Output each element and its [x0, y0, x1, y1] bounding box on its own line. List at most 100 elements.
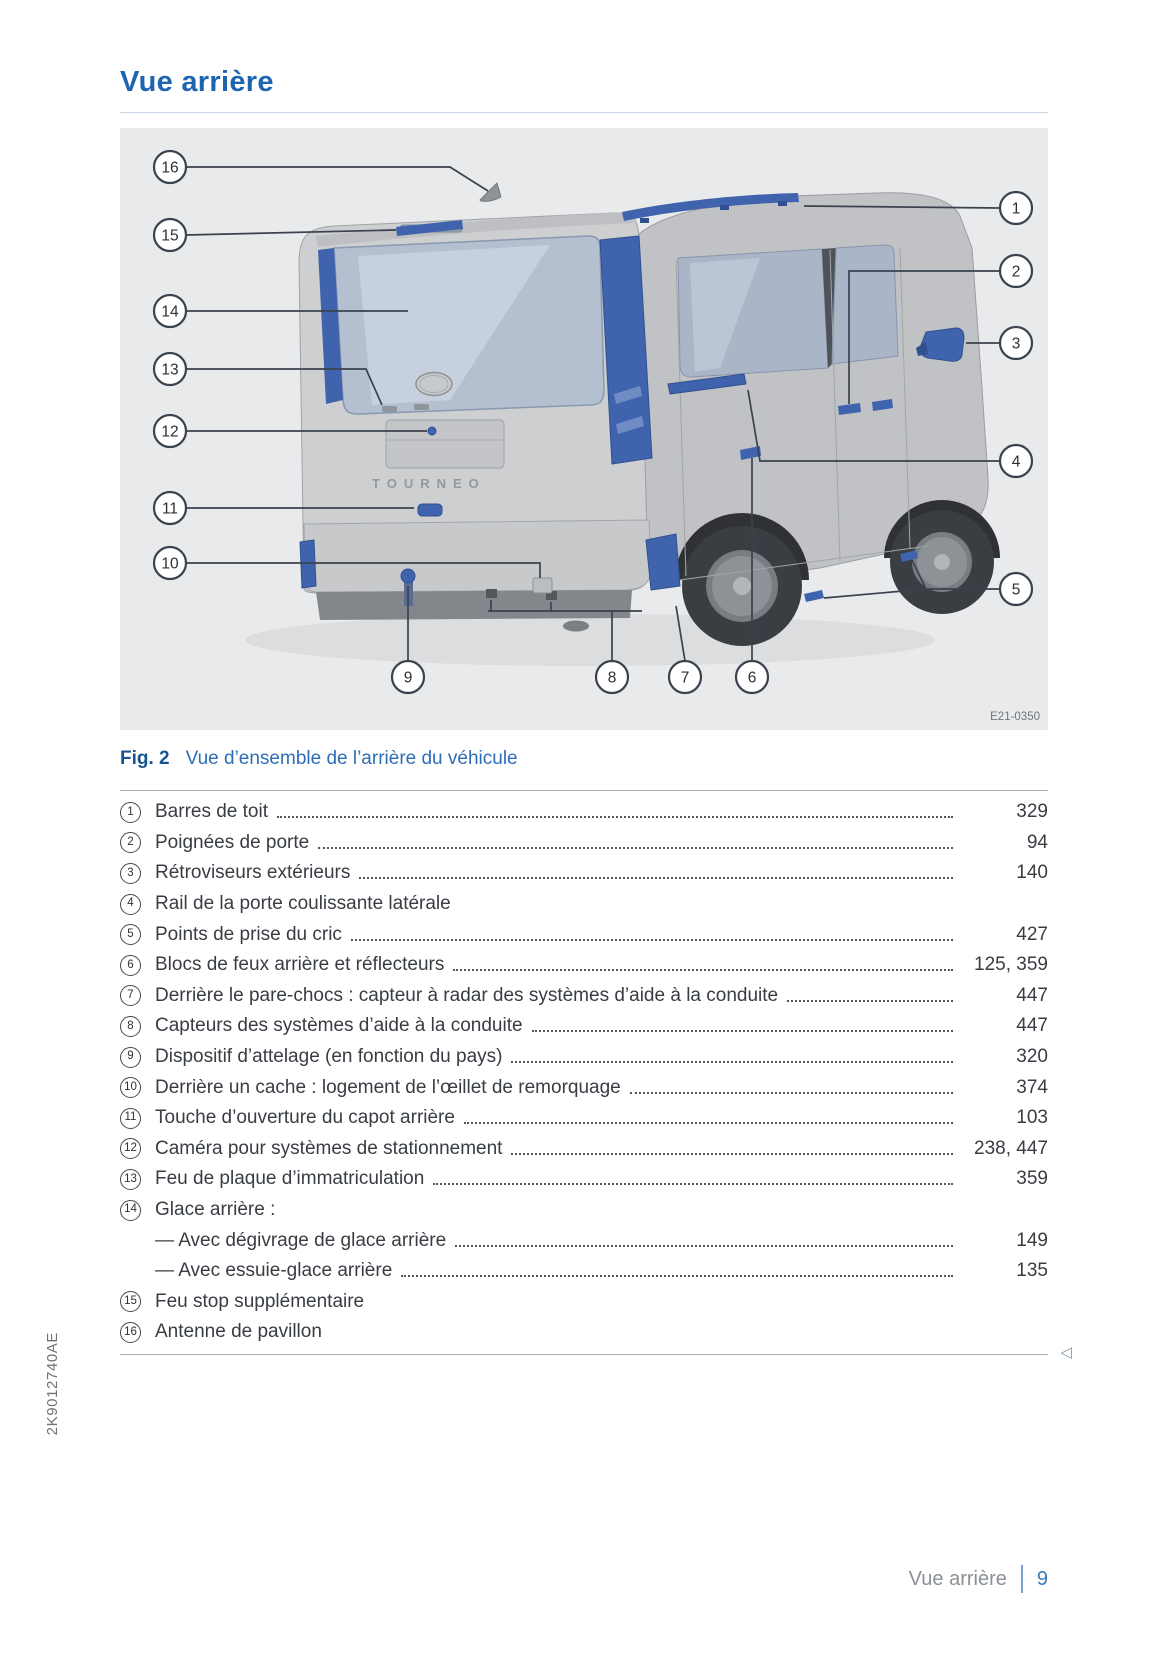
item-label: Capteurs des systèmes d’aide à la condui… [155, 1015, 523, 1037]
item-page-ref: 427 [1016, 923, 1048, 945]
vehicle-figure: TOURNEO [120, 128, 1048, 730]
dotted-leader [511, 1061, 953, 1064]
callout-4: 4 [998, 443, 1034, 479]
dotted-leader [455, 1244, 953, 1247]
park-sensor [486, 589, 497, 598]
legend-item: 6 Blocs de feux arrière et réflecteurs 1… [120, 950, 1048, 981]
svg-text:16: 16 [161, 160, 178, 177]
item-page-ref: 238, 447 [974, 1137, 1048, 1159]
callout-14: 14 [152, 293, 188, 329]
item-page-ref: 329 [1016, 801, 1048, 823]
item-label: Derrière un cache : logement de l’œillet… [155, 1076, 621, 1098]
dotted-leader [463, 1122, 953, 1125]
dotted-leader [453, 969, 953, 972]
side-reflector [740, 446, 761, 460]
callout-2: 2 [998, 253, 1034, 289]
item-page-ref: 320 [1016, 1046, 1048, 1068]
callout-7: 7 [667, 659, 703, 695]
leader-8 [488, 600, 642, 661]
ford-logo [415, 371, 453, 397]
figure-caption-label: Fig. 2 [120, 748, 170, 769]
rear-bumper [303, 519, 652, 593]
model-badge: TOURNEO [372, 476, 486, 491]
legend-item: 9 Dispositif d’attelage (en fonction du … [120, 1042, 1048, 1073]
callout-3: 3 [998, 325, 1034, 361]
figure-caption-text: Vue d’ensemble de l’arrière du véhicule [185, 748, 518, 769]
item-number-badge: 15 [120, 1291, 141, 1313]
legend-item: 15 Feu stop supplémentaire [120, 1287, 1048, 1318]
document-code: 2K9012740AE [44, 1332, 61, 1436]
item-number-badge: 6 [120, 954, 141, 976]
legend-item: 1 Barres de toit 329 [120, 797, 1048, 828]
page-title: Vue arrière [120, 66, 274, 98]
roof-rail-left [396, 220, 463, 236]
sliding-door-rail [667, 373, 747, 395]
towing-eye-cover [532, 577, 553, 594]
item-number-badge: 2 [120, 832, 141, 854]
roof-rail-right [622, 193, 799, 221]
license-plate-light [414, 404, 429, 410]
item-number-badge: 4 [120, 893, 141, 915]
item-label: Feu stop supplémentaire [155, 1290, 365, 1312]
footer-divider [1020, 1565, 1023, 1593]
dotted-leader [531, 1030, 953, 1033]
svg-text:15: 15 [161, 228, 178, 245]
page-footer: Vue arrière 9 [909, 1565, 1048, 1593]
item-label: — Avec dégivrage de glace arrière [155, 1229, 447, 1251]
legend-subitem: — Avec essuie-glace arrière 135 [120, 1256, 1048, 1287]
svg-text:14: 14 [161, 304, 179, 321]
svg-text:3: 3 [1012, 336, 1021, 353]
svg-text:6: 6 [748, 670, 757, 687]
svg-text:10: 10 [161, 556, 179, 573]
park-sensor [546, 591, 557, 600]
item-number-badge: 1 [120, 801, 141, 823]
svg-text:4: 4 [1012, 454, 1021, 471]
callout-10: 10 [152, 545, 188, 581]
item-label: Derrière le pare-chocs : capteur à radar… [155, 984, 779, 1006]
item-page-ref: 149 [1016, 1229, 1048, 1251]
leader-2 [848, 270, 999, 404]
item-label: — Avec essuie-glace arrière [155, 1260, 393, 1282]
dotted-leader [433, 1183, 953, 1186]
jack-point [900, 550, 918, 562]
dotted-leader [350, 938, 953, 941]
item-label: Rétroviseurs extérieurs [155, 862, 351, 884]
item-number-badge: 9 [120, 1046, 141, 1068]
callout-12: 12 [152, 413, 188, 449]
legend-item: 5 Points de prise du cric 427 [120, 919, 1048, 950]
item-number-badge: 7 [120, 985, 141, 1007]
legend-item: 10 Derrière un cache : logement de l’œil… [120, 1072, 1048, 1103]
roof-antenna-fin [479, 182, 502, 202]
svg-text:7: 7 [681, 670, 690, 687]
tail-lamp-left [299, 539, 317, 589]
dotted-leader [787, 999, 953, 1002]
item-label: Antenne de pavillon [155, 1321, 322, 1343]
leader-13 [186, 368, 383, 406]
legend-item: 14 Glace arrière : [120, 1195, 1048, 1226]
footer-section-title: Vue arrière [908, 1567, 1007, 1590]
item-label: Points de prise du cric [155, 923, 342, 945]
dotted-leader [401, 1275, 953, 1278]
tailgate-release-button [417, 503, 443, 517]
pillar-trim-right [599, 235, 653, 465]
svg-text:9: 9 [404, 670, 413, 687]
item-page-ref: 94 [1026, 831, 1048, 853]
legend-item: 13 Feu de plaque d’immatriculation 359 [120, 1164, 1048, 1195]
item-page-ref: 125, 359 [974, 954, 1048, 976]
ground-shadow [245, 614, 935, 666]
front-door-window [831, 244, 899, 365]
exterior-mirror [920, 327, 965, 362]
door-handle [838, 403, 861, 415]
tow-hitch-ball [400, 568, 416, 584]
legend-item: 11 Touche d’ouverture du capot arrière 1… [120, 1103, 1048, 1134]
vehicle-rear-view-illustration: TOURNEO [120, 128, 1048, 730]
leader-4 [747, 389, 999, 462]
rear-bumper-lower [316, 590, 632, 620]
leader-16 [186, 166, 489, 192]
legend-list: 1 Barres de toit 329 2 Poignées de porte… [120, 790, 1072, 1360]
item-number-badge: 12 [120, 1138, 141, 1160]
rear-camera [427, 426, 437, 436]
license-plate-recess [385, 419, 505, 469]
item-label: Blocs de feux arrière et réflecteurs [155, 954, 445, 976]
svg-text:13: 13 [161, 362, 178, 379]
